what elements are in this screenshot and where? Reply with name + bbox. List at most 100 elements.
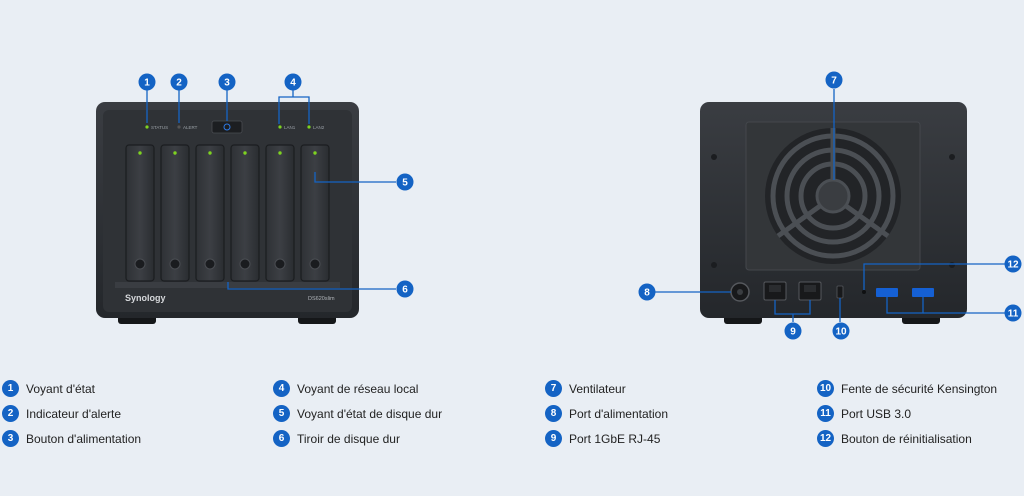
legend-badge: 6 (273, 430, 290, 447)
drive-latch[interactable] (204, 258, 216, 270)
svg-text:2: 2 (176, 78, 182, 89)
legend-badge: 5 (273, 405, 290, 422)
legend-badge: 3 (2, 430, 19, 447)
drive-latch[interactable] (274, 258, 286, 270)
status-led-label: STATUS (151, 125, 168, 130)
callout-badge: 3 (218, 73, 236, 91)
drive-led (278, 151, 282, 155)
lan2-led-label: LAN2 (313, 125, 325, 130)
screw (949, 154, 955, 160)
drive-bays (125, 144, 330, 282)
callout-badge: 6 (396, 280, 414, 298)
legend-label: Port d'alimentation (569, 406, 669, 421)
legend-item: 12 Bouton de réinitialisation (817, 430, 972, 447)
svg-text:9: 9 (790, 327, 796, 338)
rear-view (700, 102, 967, 324)
legend-item: 8 Port d'alimentation (545, 405, 668, 422)
svg-text:12: 12 (1007, 260, 1019, 271)
legend-label: Voyant d'état (26, 381, 96, 396)
svg-text:5: 5 (402, 178, 408, 189)
legend-item: 9 Port 1GbE RJ-45 (545, 430, 660, 447)
power-icon (223, 123, 231, 131)
legend-item: 3 Bouton d'alimentation (2, 430, 141, 447)
drive-led (208, 151, 212, 155)
reset-button[interactable] (862, 290, 866, 294)
front-view: STATUS ALERT LAN1 LAN2 Synology DS620sli… (96, 102, 359, 324)
legend-label: Voyant d'état de disque dur (297, 406, 443, 421)
drive-tray[interactable] (300, 144, 330, 282)
usb-port-2[interactable] (912, 288, 934, 297)
legend-badge: 1 (2, 380, 19, 397)
legend-item: 1 Voyant d'état (2, 380, 95, 397)
legend-badge: 8 (545, 405, 562, 422)
svg-text:7: 7 (831, 76, 837, 87)
legend-badge: 11 (817, 405, 834, 422)
legend-label: Bouton de réinitialisation (841, 431, 972, 446)
legend-badge: 2 (2, 405, 19, 422)
svg-text:6: 6 (402, 285, 408, 296)
drive-tray[interactable] (125, 144, 155, 282)
drive-led (243, 151, 247, 155)
lan1-led (278, 125, 282, 129)
drive-led (313, 151, 317, 155)
brand-logo: Synology (125, 293, 166, 303)
lan2-led (307, 125, 311, 129)
legend-item: 11 Port USB 3.0 (817, 405, 911, 422)
legend-label: Voyant de réseau local (297, 381, 419, 396)
legend-badge: 10 (817, 380, 834, 397)
legend-label: Tiroir de disque dur (297, 431, 400, 446)
alert-led (177, 125, 181, 129)
callout-badge: 2 (170, 73, 188, 91)
callout-badge: 7 (825, 71, 843, 89)
legend-item: 4 Voyant de réseau local (273, 380, 418, 397)
legend-item: 7 Ventilateur (545, 380, 626, 397)
model-label: DS620slim (308, 296, 335, 302)
lan1-led-label: LAN1 (284, 125, 296, 130)
legend-label: Indicateur d'alerte (26, 406, 122, 421)
drive-tray[interactable] (195, 144, 225, 282)
screw (711, 262, 717, 268)
drive-led (173, 151, 177, 155)
callout-badge: 1 (138, 73, 156, 91)
legend-label: Ventilateur (569, 381, 626, 396)
svg-text:3: 3 (224, 78, 230, 89)
drive-latch[interactable] (239, 258, 251, 270)
alert-led-label: ALERT (183, 125, 198, 130)
fan (765, 128, 901, 264)
callout-badge: 5 (396, 173, 414, 191)
drive-latch[interactable] (309, 258, 321, 270)
drive-tray[interactable] (160, 144, 190, 282)
drive-latch[interactable] (169, 258, 181, 270)
legend-label: Fente de sécurité Kensington (841, 381, 998, 396)
svg-text:1: 1 (144, 78, 150, 89)
legend-item: 5 Voyant d'état de disque dur (273, 405, 442, 422)
callout-badge: 12 (1004, 255, 1022, 273)
drive-tray[interactable] (265, 144, 295, 282)
screw (949, 262, 955, 268)
legend-badge: 12 (817, 430, 834, 447)
status-led (145, 125, 149, 129)
legend-badge: 4 (273, 380, 290, 397)
legend-label: Bouton d'alimentation (26, 431, 142, 446)
legend-label: Port 1GbE RJ-45 (569, 431, 661, 446)
svg-text:11: 11 (1008, 309, 1019, 320)
callout-badge: 4 (284, 73, 302, 91)
drive-tray[interactable] (230, 144, 260, 282)
svg-text:10: 10 (835, 327, 847, 338)
drive-latch[interactable] (134, 258, 146, 270)
callout-badge: 11 (1004, 304, 1022, 322)
drive-led (138, 151, 142, 155)
callout-lines (146, 89, 1005, 322)
kensington-slot (836, 285, 844, 299)
legend-item: 10 Fente de sécurité Kensington (817, 380, 997, 397)
legend-label: Port USB 3.0 (841, 406, 912, 421)
legend-badge: 7 (545, 380, 562, 397)
power-button[interactable] (211, 120, 243, 134)
callout-badge: 10 (832, 322, 850, 340)
legend-badge: 9 (545, 430, 562, 447)
usb-port-1[interactable] (876, 288, 898, 297)
svg-text:4: 4 (290, 78, 296, 89)
